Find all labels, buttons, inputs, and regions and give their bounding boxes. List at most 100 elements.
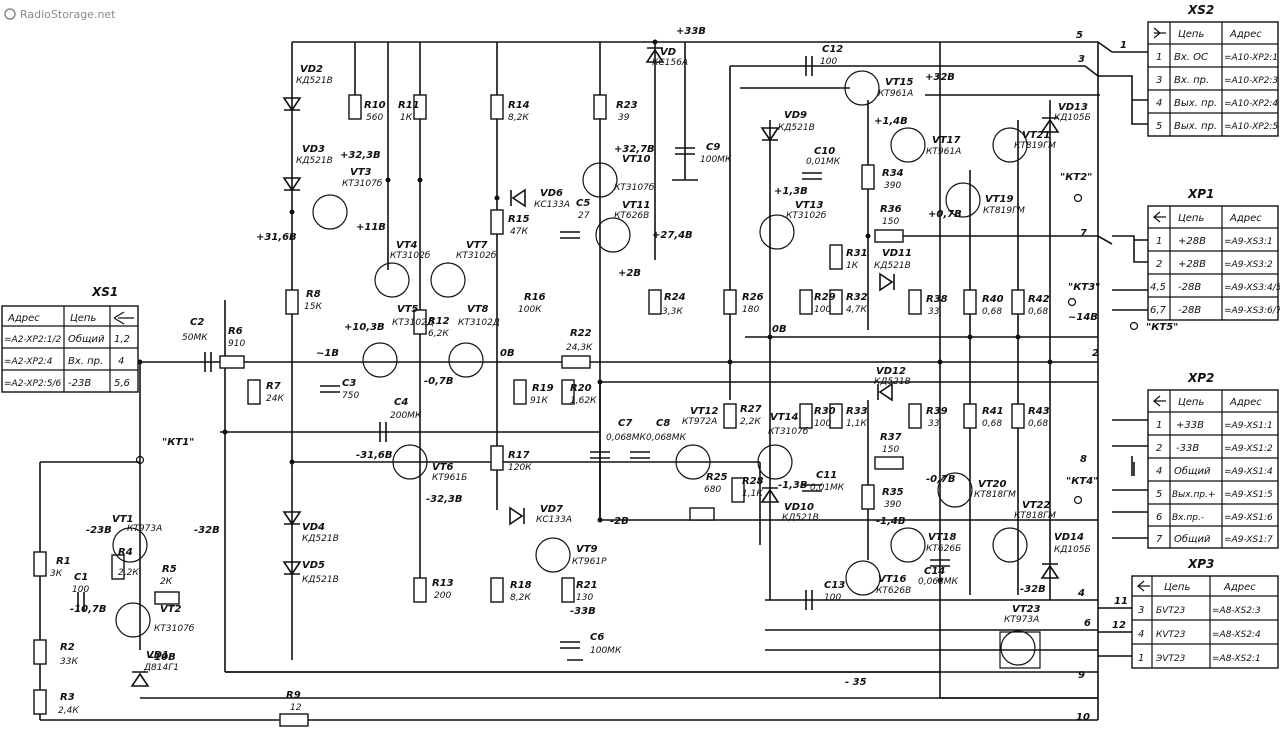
svg-text:8,2К: 8,2К — [510, 593, 531, 603]
svg-text:КТ818ГМ: КТ818ГМ — [1014, 511, 1056, 521]
svg-text:~1В: ~1В — [316, 348, 339, 359]
svg-text:VT8: VT8 — [467, 304, 489, 315]
svg-text:Адрес: Адрес — [1229, 213, 1262, 224]
svg-text:0В: 0В — [772, 324, 787, 335]
svg-text:КТ818ГМ: КТ818ГМ — [974, 490, 1016, 500]
svg-text:R1: R1 — [56, 556, 71, 567]
svg-text:6: 6 — [1156, 512, 1162, 523]
svg-text:C4: C4 — [394, 397, 408, 408]
svg-text:КТ973А: КТ973А — [1004, 615, 1039, 625]
svg-text:КТ819ГМ: КТ819ГМ — [983, 206, 1025, 216]
svg-text:~14В: ~14В — [1068, 312, 1098, 323]
transistor-symbols — [112, 70, 1036, 666]
svg-text:4: 4 — [118, 356, 124, 367]
svg-text:R13: R13 — [432, 578, 454, 589]
svg-text:КТ972А: КТ972А — [682, 417, 717, 427]
svg-text:R16: R16 — [524, 292, 546, 303]
svg-text:КД521В: КД521В — [302, 575, 339, 585]
test-point-kt1: "КТ1" — [162, 437, 194, 448]
svg-text:4: 4 — [1156, 98, 1162, 109]
svg-text:-33В: -33В — [1176, 443, 1199, 454]
svg-text:91К: 91К — [530, 396, 548, 406]
svg-text:Адрес: Адрес — [1229, 397, 1262, 408]
svg-text:VD2: VD2 — [300, 64, 323, 75]
svg-text:КТ626В: КТ626В — [614, 211, 649, 221]
svg-text:-0,7В: -0,7В — [424, 376, 454, 387]
svg-text:C14: C14 — [924, 566, 945, 577]
svg-text:-0,7В: -0,7В — [926, 474, 956, 485]
svg-text:R6: R6 — [228, 326, 243, 337]
svg-text:0,068МК: 0,068МК — [646, 433, 687, 443]
svg-text:КТ626Б: КТ626Б — [926, 544, 961, 554]
svg-text:0В: 0В — [500, 348, 515, 359]
svg-text:R26: R26 — [742, 292, 764, 303]
svg-text:5: 5 — [1156, 121, 1162, 132]
svg-text:C7: C7 — [618, 418, 632, 429]
svg-text:100: 100 — [820, 57, 837, 67]
svg-text:24,3К: 24,3К — [566, 343, 593, 353]
svg-text:50МК: 50МК — [182, 333, 208, 343]
svg-text:9: 9 — [1078, 670, 1085, 681]
svg-text:15К: 15К — [304, 302, 322, 312]
svg-text:VT21: VT21 — [1022, 130, 1050, 141]
svg-text:C6: C6 — [590, 632, 604, 643]
svg-text:47К: 47К — [510, 227, 528, 237]
svg-text:КД105Б: КД105Б — [1054, 113, 1091, 123]
svg-text:100МК: 100МК — [700, 155, 732, 165]
svg-text:150: 150 — [882, 217, 899, 227]
svg-text:VD7: VD7 — [540, 504, 563, 515]
svg-text:0,068МК: 0,068МК — [918, 577, 959, 587]
svg-text:0,01МК: 0,01МК — [810, 483, 845, 493]
svg-text:=A9-XS3:1: =A9-XS3:1 — [1224, 237, 1273, 247]
svg-text:1,1К: 1,1К — [846, 419, 867, 429]
svg-text:R40: R40 — [982, 294, 1004, 305]
svg-text:33: 33 — [928, 307, 940, 317]
svg-text:VT15: VT15 — [885, 77, 914, 88]
svg-text:R11: R11 — [398, 100, 420, 111]
svg-text:Адрес: Адрес — [1229, 29, 1262, 40]
svg-text:=A9-XS1:7: =A9-XS1:7 — [1224, 535, 1273, 545]
svg-text:R31: R31 — [846, 248, 868, 259]
svg-text:2: 2 — [1156, 259, 1162, 270]
svg-text:130: 130 — [576, 593, 593, 603]
svg-text:=A9-XS1:5: =A9-XS1:5 — [1224, 490, 1273, 500]
svg-text:=A10-XP2:3: =A10-XP2:3 — [1224, 76, 1278, 86]
svg-text:10: 10 — [1076, 712, 1090, 723]
svg-text:VD9: VD9 — [784, 110, 807, 121]
svg-text:Общий: Общий — [1174, 465, 1211, 477]
svg-text:=A9-XS1:4: =A9-XS1:4 — [1224, 467, 1273, 477]
svg-text:R17: R17 — [508, 450, 530, 461]
svg-text:1,1К: 1,1К — [742, 489, 763, 499]
svg-text:3: 3 — [1138, 605, 1144, 616]
wire-numbers: 1 2 3 4 5 6 7 8 9 10 11 12 — [1076, 30, 1128, 723]
svg-text:0,68: 0,68 — [1028, 307, 1048, 317]
voltage-labels: +33В +32,3В +32В +32,7В +31,6В +27,4В +1… — [70, 26, 1098, 663]
svg-text:-32В: -32В — [1020, 584, 1046, 595]
svg-text:Цепь: Цепь — [1164, 582, 1190, 593]
svg-text:R18: R18 — [510, 580, 532, 591]
svg-text:Цепь: Цепь — [1178, 397, 1204, 408]
svg-text:12: 12 — [1112, 620, 1126, 631]
svg-text:R24: R24 — [664, 292, 686, 303]
svg-text:1,62К: 1,62К — [570, 396, 597, 406]
svg-text:КТ3107б: КТ3107б — [768, 427, 809, 437]
svg-text:VT2: VT2 — [160, 604, 182, 615]
svg-text:R2: R2 — [60, 642, 75, 653]
svg-text:VT22: VT22 — [1022, 500, 1051, 511]
svg-text:=A8-XS2:4: =A8-XS2:4 — [1212, 630, 1261, 640]
svg-text:27: 27 — [578, 211, 590, 221]
svg-text:VT11: VT11 — [622, 200, 650, 211]
svg-text:-23В: -23В — [86, 525, 112, 536]
watermark: RadioStorage.net — [4, 8, 116, 21]
svg-text:Цепь: Цепь — [1178, 29, 1204, 40]
svg-text:-10В: -10В — [150, 652, 176, 663]
svg-text:3: 3 — [1156, 75, 1162, 86]
svg-text:R8: R8 — [306, 289, 321, 300]
svg-text:=A8-XS2:1: =A8-XS2:1 — [1212, 654, 1261, 664]
svg-text:3: 3 — [1078, 54, 1085, 65]
svg-text:0,68: 0,68 — [982, 419, 1002, 429]
svg-text:39: 39 — [618, 113, 630, 123]
svg-text:VT6: VT6 — [432, 462, 454, 473]
svg-text:R37: R37 — [880, 432, 902, 443]
svg-text:КС156А: КС156А — [652, 58, 688, 68]
